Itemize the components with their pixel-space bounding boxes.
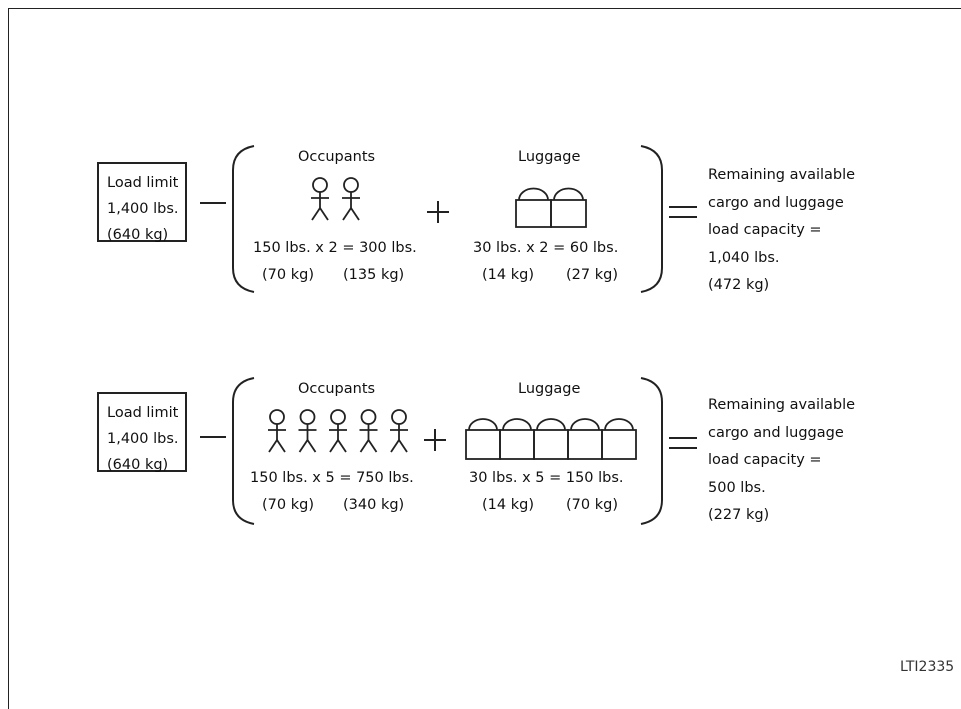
- luggage-icon: [465, 429, 501, 460]
- luggage-kg-each: (14 kg): [482, 267, 534, 283]
- person-icon: [359, 409, 378, 453]
- occupant-figures: [268, 409, 408, 453]
- occupants-header: Occupants: [298, 381, 376, 397]
- luggage-figures: [515, 187, 587, 228]
- luggage-icon-group: [465, 418, 637, 460]
- remaining-lbs: 1,040 lbs.: [708, 249, 780, 266]
- person-icon: [311, 177, 329, 221]
- load-limit-kg: (640 kg): [107, 227, 169, 243]
- example-1-graphics: [200, 145, 697, 293]
- person-icon: [342, 177, 360, 221]
- occupants-kg-each: (70 kg): [262, 267, 314, 283]
- figure-code: LTI2335: [900, 659, 955, 675]
- remaining-line-1: Remaining available: [708, 397, 856, 413]
- right-bracket: [640, 377, 663, 525]
- luggage-kg-each: (14 kg): [482, 497, 534, 513]
- person-icon: [298, 409, 317, 453]
- plus-sign: [427, 201, 449, 223]
- remaining-line-2: cargo and luggage: [708, 194, 844, 211]
- equals-sign: [669, 437, 697, 449]
- luggage-kg-total: (70 kg): [566, 497, 618, 513]
- remaining-kg: (227 kg): [708, 507, 770, 523]
- luggage-icon: [601, 429, 637, 460]
- remaining-line-3: load capacity =: [708, 452, 822, 468]
- left-bracket: [232, 377, 255, 525]
- remaining-lbs: 500 lbs.: [708, 479, 766, 496]
- luggage-header: Luggage: [518, 381, 581, 397]
- load-limit-box: Load limit 1,400 lbs. (640 kg): [97, 392, 187, 473]
- occupants-calc: 150 lbs. x 2 = 300 lbs.: [253, 240, 417, 256]
- plus-sign: [424, 429, 446, 451]
- equals-sign: [669, 206, 697, 218]
- luggage-icon: [567, 429, 603, 460]
- luggage-calc: 30 lbs. x 5 = 150 lbs.: [469, 470, 624, 486]
- remaining-line-3: load capacity =: [708, 222, 822, 238]
- occupants-kg-total: (340 kg): [343, 497, 405, 513]
- person-icon: [268, 409, 286, 453]
- luggage-icon: [515, 199, 552, 228]
- luggage-icon: [533, 429, 569, 460]
- example-row-2: Load limit 1,400 lbs. (640 kg) Occupants…: [0, 370, 961, 540]
- load-limit-label: Load limit: [107, 175, 179, 191]
- occupants-kg-each: (70 kg): [262, 497, 314, 513]
- remaining-kg: (472 kg): [708, 277, 770, 293]
- example-row-1: Load limit 1,400 lbs. (640 kg) Occupants…: [0, 140, 961, 310]
- load-limit-label: Load limit: [107, 405, 179, 421]
- remaining-capacity: Remaining available cargo and luggage lo…: [708, 162, 855, 300]
- figure-frame: [8, 8, 961, 709]
- remaining-capacity: Remaining available cargo and luggage lo…: [708, 392, 855, 530]
- luggage-calc: 30 lbs. x 2 = 60 lbs.: [473, 240, 619, 256]
- occupants-header: Occupants: [298, 149, 376, 165]
- remaining-line-1: Remaining available: [708, 167, 856, 183]
- load-limit-lbs: 1,400 lbs.: [107, 201, 179, 217]
- luggage-header: Luggage: [518, 149, 581, 165]
- load-limit-lbs: 1,400 lbs.: [107, 431, 179, 447]
- luggage-icon: [499, 429, 535, 460]
- left-bracket: [232, 145, 255, 293]
- right-bracket: [640, 145, 663, 293]
- person-icon: [390, 409, 408, 453]
- luggage-icon: [550, 199, 587, 228]
- luggage-kg-total: (27 kg): [566, 267, 618, 283]
- load-limit-kg: (640 kg): [107, 457, 169, 473]
- example-2-graphics: [200, 377, 697, 525]
- occupants-kg-total: (135 kg): [343, 267, 405, 283]
- occupants-calc: 150 lbs. x 5 = 750 lbs.: [250, 470, 414, 486]
- load-limit-box: Load limit 1,400 lbs. (640 kg): [97, 162, 187, 243]
- luggage-icon-group: [515, 187, 587, 228]
- occupant-figures: [311, 177, 360, 221]
- luggage-figures: [465, 418, 637, 460]
- person-icon: [329, 409, 347, 453]
- remaining-line-2: cargo and luggage: [708, 424, 844, 441]
